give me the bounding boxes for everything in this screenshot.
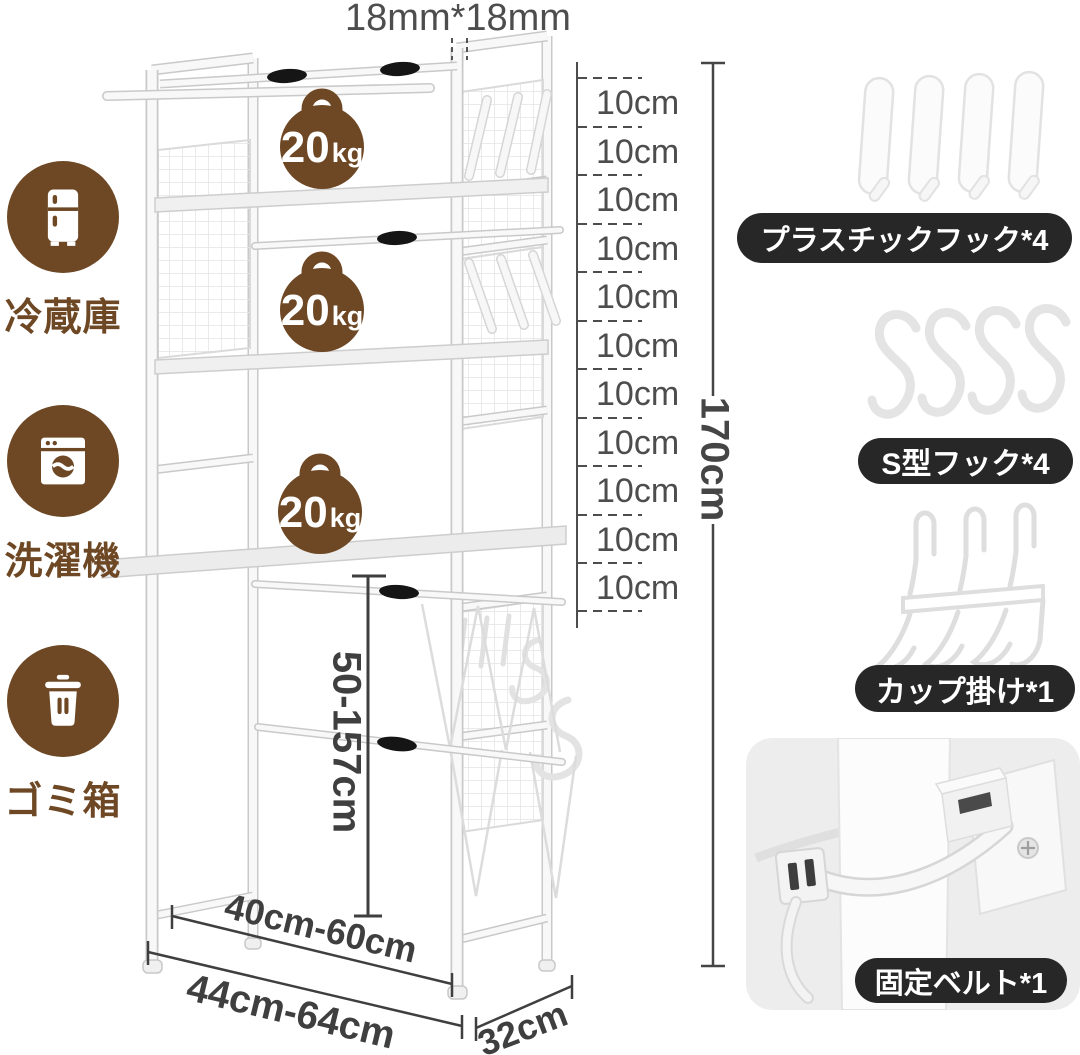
trash-bin-icon <box>45 674 81 726</box>
belt-buckle <box>774 847 830 905</box>
legend-item-washing-machine: 洗濯機 <box>1 405 125 585</box>
depth-dimension: 32cm <box>472 975 574 1055</box>
svg-text:20kg: 20kg <box>281 286 363 335</box>
load-value: 20 <box>279 488 328 537</box>
segment-label: 10cm <box>596 84 679 122</box>
lower-extendable-rod-1 <box>251 580 566 606</box>
legend-item-trash-bin: ゴミ箱 <box>1 645 125 825</box>
segment-label: 10cm <box>596 230 679 268</box>
shelf-board-2 <box>154 339 549 375</box>
dim-outer-width-label: 44cm-64cm <box>183 966 400 1055</box>
segment-label: 10cm <box>596 569 679 607</box>
shelf-board-3 <box>101 525 567 579</box>
load-capacity-badge-2: 20kg <box>280 257 364 352</box>
load-capacity-badge-1: 20kg <box>280 94 364 189</box>
load-value: 20 <box>281 286 330 335</box>
segment-scale: 10cm 10cm 10cm 10cm 10cm 10cm 10cm 10cm … <box>576 62 679 628</box>
zigzag-hanger-wires <box>420 603 578 899</box>
shelf-board-1 <box>154 177 549 213</box>
accessory-label-fixing-belt: 固定ベルト*1 <box>855 958 1067 1003</box>
accessory-label-text: カップ掛け*1 <box>875 675 1055 709</box>
left-tower-rails <box>151 453 254 921</box>
refrigerator-icon <box>47 189 79 246</box>
dim-tube-size-label: 18mm*18mm <box>345 0 571 39</box>
s-hooks-image <box>867 304 1071 419</box>
clamp-clip-icon <box>267 68 307 84</box>
total-height-dimension: 170cm <box>692 61 736 968</box>
cup-hanger-image <box>873 502 1046 672</box>
left-mesh-panel <box>157 138 251 360</box>
segment-label: 10cm <box>596 472 679 510</box>
clamp-clip-icon <box>380 61 420 77</box>
clamp-clip-icon <box>377 736 417 752</box>
segment-label: 10cm <box>596 133 679 171</box>
mid-extendable-rail <box>251 226 564 250</box>
segment-label: 10cm <box>596 521 679 559</box>
load-unit: kg <box>332 138 364 168</box>
svg-text:20kg: 20kg <box>281 123 363 172</box>
segment-label: 10cm <box>596 278 679 316</box>
load-capacity-badge-3: 20kg <box>278 459 362 554</box>
hanging-rod <box>102 83 435 101</box>
dim-inner-height-label: 50-157cm <box>324 651 368 833</box>
segment-label: 10cm <box>596 424 679 462</box>
load-unit: kg <box>332 301 364 331</box>
load-value: 20 <box>281 123 330 172</box>
legend-item-refrigerator: 冷蔵庫 <box>1 161 125 341</box>
segment-label: 10cm <box>596 181 679 219</box>
fixing-belt-photo <box>746 738 1080 1010</box>
hanging-hooks-decor <box>456 89 583 781</box>
accessory-label-cup-hanger: カップ掛け*1 <box>855 665 1075 712</box>
accessory-label-text: 固定ベルト*1 <box>874 967 1048 1000</box>
segment-label: 10cm <box>596 375 679 413</box>
legend-label: ゴミ箱 <box>4 781 122 823</box>
outer-width-dimension: 44cm-64cm <box>146 941 464 1055</box>
clamp-clip-icon <box>379 584 419 600</box>
inner-height-dimension: 50-157cm <box>324 574 386 918</box>
washing-machine-icon <box>41 437 85 485</box>
clamp-clip-icon <box>377 230 417 246</box>
top-extendable-rail <box>159 61 458 89</box>
load-unit: kg <box>330 503 362 533</box>
plastic-hooks-image <box>857 70 1045 202</box>
accessory-label-text: プラスチックフック*4 <box>760 225 1049 257</box>
dim-depth-label: 32cm <box>472 993 573 1055</box>
legend-label: 冷蔵庫 <box>4 297 122 339</box>
segment-label: 10cm <box>596 327 679 365</box>
accessory-label-plastic-hooks: プラスチックフック*4 <box>737 213 1072 263</box>
svg-text:20kg: 20kg <box>279 488 361 537</box>
dim-total-height-label: 170cm <box>692 397 736 522</box>
rack-frame <box>101 30 583 1000</box>
accessory-label-s-hooks: S型フック*4 <box>858 438 1073 484</box>
legend-label: 洗濯機 <box>4 541 122 583</box>
accessory-label-text: S型フック*4 <box>881 448 1050 481</box>
lower-extendable-rod-2 <box>254 723 566 766</box>
pole <box>836 738 952 1010</box>
dim-inner-width-label: 40cm-60cm <box>221 885 421 971</box>
